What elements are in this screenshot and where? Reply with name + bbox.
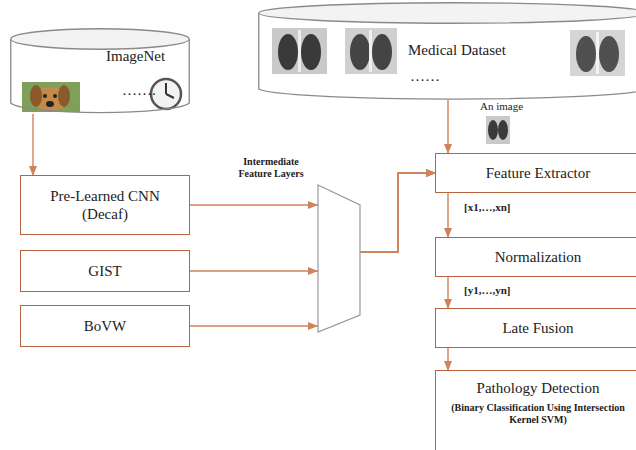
- dataset-name: Medical Dataset: [408, 42, 506, 59]
- flow-arrow: [32, 114, 33, 175]
- flow-arrow: [190, 173, 435, 326]
- flow-arrow: [447, 348, 448, 370]
- process-box: Pre-Learned CNN (Decaf): [20, 175, 190, 235]
- box-title: Normalization: [495, 248, 582, 266]
- spine: [369, 30, 372, 72]
- lung: [488, 120, 498, 140]
- spine: [596, 32, 599, 74]
- process-box: Feature Extractor: [435, 153, 636, 193]
- arrowhead: [308, 201, 318, 209]
- cylinder-body: [11, 39, 190, 113]
- dog-nose: [46, 101, 54, 107]
- edge-label: [x1,…,xn]: [462, 201, 512, 214]
- flow-arrow: [447, 100, 448, 153]
- process-box: Late Fusion: [435, 308, 636, 348]
- dog-ear: [30, 85, 42, 107]
- photo-ground: [22, 82, 80, 112]
- xray-image: [570, 30, 625, 76]
- dog-eye: [43, 94, 47, 98]
- box-note: (Binary Classification Using Intersectio…: [451, 402, 626, 426]
- clock-hand: [166, 94, 174, 98]
- ellipsis-text: ……: [410, 68, 440, 85]
- cylinder-outline: [10, 28, 190, 114]
- xray-ground: [345, 28, 397, 74]
- dog-photo: [22, 82, 80, 112]
- box-title: Pre-Learned CNN (Decaf): [49, 187, 161, 223]
- process-box: Pathology Detection (Binary Classificatio…: [435, 370, 636, 450]
- arrowhead: [308, 322, 318, 330]
- process-box: Normalization: [435, 237, 636, 277]
- xray-image: [345, 28, 397, 74]
- lung: [372, 34, 392, 70]
- dog-ear: [58, 85, 70, 107]
- lung: [350, 34, 370, 70]
- box-title: Late Fusion: [502, 319, 573, 337]
- lung: [599, 36, 619, 72]
- xray-image: [272, 28, 327, 74]
- process-box: BoVW: [20, 305, 190, 347]
- clock-hand: [165, 83, 167, 94]
- flow-arrow: [447, 277, 448, 308]
- cylinder-top: [259, 3, 636, 24]
- xray-ground: [486, 116, 510, 144]
- database-cylinder: ImageNet …….: [10, 28, 190, 114]
- flow-arrow: [447, 193, 448, 237]
- cylinder-top: [11, 29, 190, 50]
- dog-eye: [53, 94, 57, 98]
- lung: [498, 120, 508, 140]
- box-title: Pathology Detection: [477, 379, 600, 397]
- edge-label: Intermediate Feature Layers: [226, 156, 316, 179]
- xray-ground: [272, 28, 327, 74]
- box-title: BoVW: [84, 317, 127, 335]
- note-label: An image: [478, 100, 525, 113]
- xray-thumbnail: [486, 116, 510, 144]
- multiplexer-symbol: [318, 185, 360, 332]
- lung: [278, 34, 298, 70]
- ellipsis-text: …….: [122, 82, 156, 99]
- spine: [298, 30, 301, 72]
- database-cylinder: Medical Dataset ……: [258, 2, 636, 100]
- arrowhead: [308, 267, 318, 275]
- lung: [576, 36, 596, 72]
- box-title: Feature Extractor: [486, 164, 591, 182]
- box-title: GIST: [88, 262, 121, 280]
- process-box: GIST: [20, 250, 190, 292]
- lung: [301, 34, 321, 70]
- cylinder-body: [259, 13, 636, 99]
- xray-ground: [570, 30, 625, 76]
- dataset-name: ImageNet: [106, 48, 165, 65]
- edge-label: [y1,…,yn]: [462, 284, 512, 297]
